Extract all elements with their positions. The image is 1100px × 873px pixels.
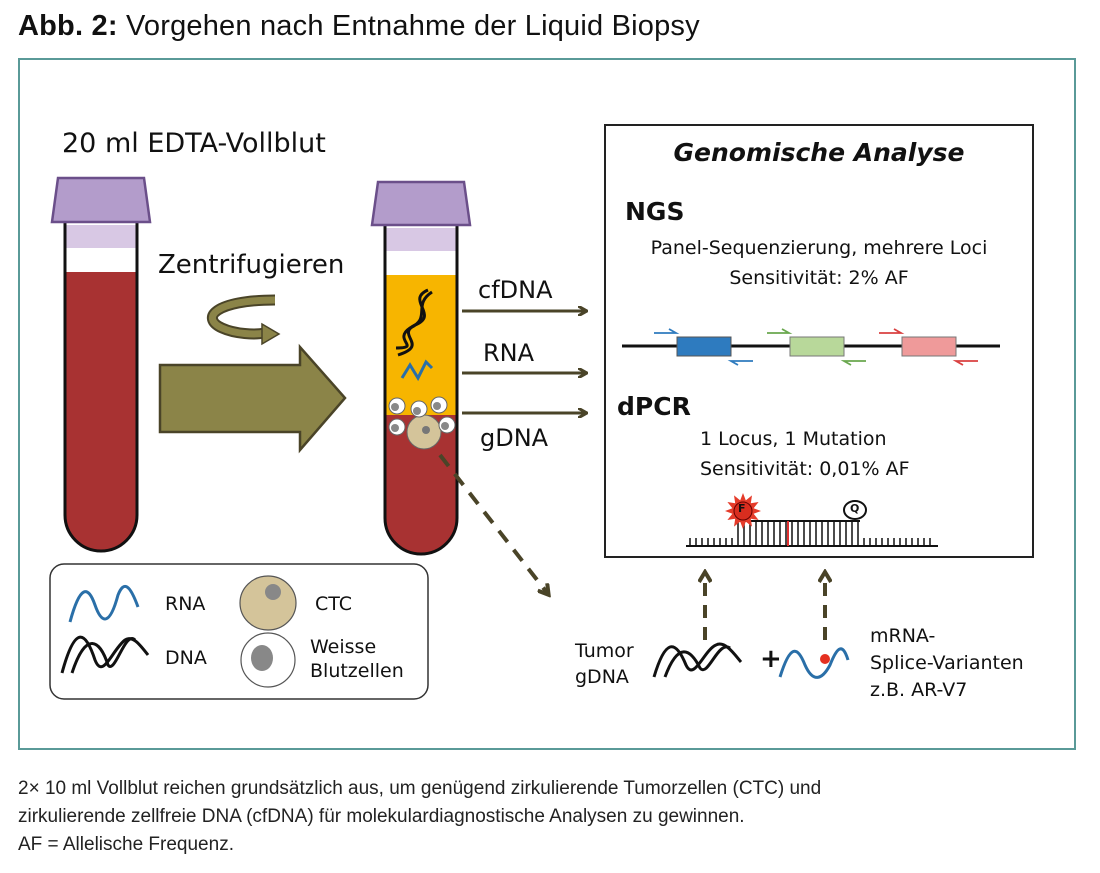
caption-line1: 2× 10 ml Vollblut reichen grundsätzlich … — [18, 778, 822, 799]
fluorophore-icon — [725, 493, 761, 529]
tube-volume-label: 20 ml EDTA-Vollblut — [62, 128, 326, 159]
process-arrow — [158, 343, 347, 454]
legend-dna-label: DNA — [165, 647, 207, 669]
figure-title: Abb. 2: Vorgehen nach Entnahme der Liqui… — [18, 10, 700, 43]
probe-q-label: Q — [850, 502, 860, 515]
dpcr-description: 1 Locus, 1 Mutation — [700, 428, 887, 450]
legend-wbc-line1: Weisse — [310, 636, 377, 658]
cfdna-icon — [395, 288, 433, 357]
mrna-splice-label: mRNA- Splice-Varianten z.B. AR-V7 — [870, 623, 1024, 704]
dpcr-heading: dPCR — [617, 392, 691, 421]
dashed-arrow-ctc — [438, 453, 548, 594]
legend-wbc-icon — [240, 632, 296, 688]
cell-cluster — [388, 396, 456, 450]
tumor-line1: Tumor — [575, 640, 634, 662]
ngs-loci-diagram — [622, 328, 1000, 366]
splice-site-marker — [820, 654, 830, 664]
blood-tube-centrifuged — [370, 180, 472, 556]
ngs-description: Panel-Sequenzierung, mehrere Loci — [650, 237, 988, 259]
caption-line3: AF = Allelische Frequenz. — [18, 834, 234, 855]
figure-frame — [18, 58, 1076, 750]
tumor-line2: gDNA — [575, 666, 629, 688]
rna-icon — [400, 359, 434, 382]
fraction-label-cfdna: cfDNA — [478, 276, 553, 304]
legend-ctc-label: CTC — [315, 593, 353, 615]
ngs-sensitivity: Sensitivität: 2% AF — [729, 267, 909, 289]
mrna-splice-icon — [778, 647, 850, 679]
tumor-gdna-icon — [652, 642, 743, 678]
dpcr-probe-diagram — [686, 493, 938, 547]
legend-box — [49, 563, 429, 700]
plus-sign: + — [760, 644, 782, 674]
blood-tube-whole — [50, 176, 152, 553]
probe-f-label: F — [738, 502, 746, 515]
mrna-line1: mRNA- — [870, 625, 936, 647]
legend-wbc-label: Weisse Blutzellen — [310, 635, 404, 683]
centrifuge-label: Zentrifugieren — [158, 250, 345, 280]
figure-title-text: Vorgehen nach Entnahme der Liquid Biopsy — [125, 10, 700, 42]
dpcr-sensitivity: Sensitivität: 0,01% AF — [700, 458, 910, 480]
tumor-gdna-label: Tumor gDNA — [575, 638, 634, 690]
caption-line2: zirkulierende zellfreie DNA (cfDNA) für … — [18, 806, 745, 827]
legend-dna-icon — [60, 635, 150, 674]
ngs-heading: NGS — [625, 197, 685, 226]
centrifuge-rotate-icon — [207, 294, 281, 346]
mrna-line3: z.B. AR-V7 — [870, 679, 968, 701]
legend-rna-icon — [68, 584, 140, 623]
mrna-line2: Splice-Varianten — [870, 652, 1024, 674]
legend-ctc-icon — [239, 575, 297, 631]
tube-cap — [50, 176, 152, 224]
legend-rna-label: RNA — [165, 593, 206, 615]
figure-caption: 2× 10 ml Vollblut reichen grundsätzlich … — [18, 775, 1088, 859]
analysis-title: Genomische Analyse — [673, 138, 965, 167]
fraction-label-rna: RNA — [483, 339, 535, 367]
fraction-label-gdna: gDNA — [480, 424, 549, 452]
figure-label: Abb. 2: — [18, 10, 118, 42]
quencher-icon — [843, 500, 867, 520]
legend-wbc-line2: Blutzellen — [310, 660, 404, 682]
tube-cap — [370, 180, 472, 227]
